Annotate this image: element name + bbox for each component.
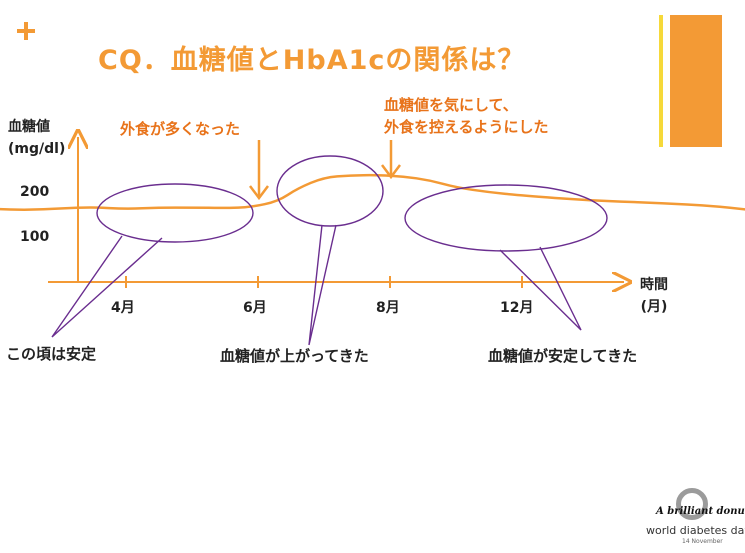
- logo-tagline: A brilliant donut: [656, 506, 745, 517]
- callout-tail-stable: [51, 235, 163, 338]
- glucose-series-line: [0, 173, 745, 211]
- x-axis-label-line1: 時間: [640, 277, 668, 293]
- callout-bubble-stabilizing: [404, 184, 608, 252]
- logo-date: 14 November: [682, 538, 723, 545]
- callout-tail-stabilizing: [499, 246, 582, 331]
- world-diabetes-day-logo: A brilliant donut world diabetes day 14 …: [640, 488, 745, 548]
- annotation-mind-glucose: 血糖値を気にして、 外食を控えるようにした: [384, 94, 549, 138]
- donut-ring-icon: [676, 488, 708, 520]
- x-tick-label-4: 4月: [111, 300, 135, 316]
- plus-icon: [14, 20, 38, 44]
- y-axis-label-line2: (mg/dl): [8, 141, 66, 157]
- callout-text-stabilizing: 血糖値が安定してきた: [488, 347, 638, 365]
- logo-brand: world diabetes day: [646, 524, 745, 537]
- y-axis-label-line1: 血糖値: [8, 119, 50, 135]
- accent-bar-thin: [659, 15, 663, 147]
- callout-text-rising: 血糖値が上がってきた: [220, 347, 369, 365]
- annotation-eating-out: 外食が多くなった: [120, 120, 241, 138]
- x-tick-label-12: 12月: [500, 300, 534, 316]
- callout-bubble-stable: [96, 183, 254, 243]
- annotation-arrow-mind-glucose: [381, 140, 401, 180]
- x-tick-label-6: 6月: [243, 300, 267, 316]
- callout-tail-rising: [308, 224, 337, 346]
- y-tick-label-200: 200: [20, 184, 50, 200]
- y-tick-label-100: 100: [20, 229, 50, 245]
- y-axis-label: 血糖値 (mg/dl): [8, 116, 65, 160]
- annotation-mind-glucose-line1: 血糖値を気にして、: [384, 96, 518, 114]
- slide-title: CQ．血糖値とHbA1cの関係は？: [98, 45, 526, 76]
- annotation-mind-glucose-line2: 外食を控えるようにした: [384, 118, 549, 136]
- x-tick-label-8: 8月: [376, 300, 400, 316]
- callout-bubble-rising: [276, 155, 384, 227]
- x-axis-label: 時間 (月): [640, 274, 668, 318]
- callout-text-stable: この頃は安定: [6, 345, 97, 363]
- annotation-arrow-eating-out: [249, 140, 269, 201]
- x-axis-label-line2: (月): [640, 299, 668, 315]
- accent-bar-thick: [670, 15, 722, 147]
